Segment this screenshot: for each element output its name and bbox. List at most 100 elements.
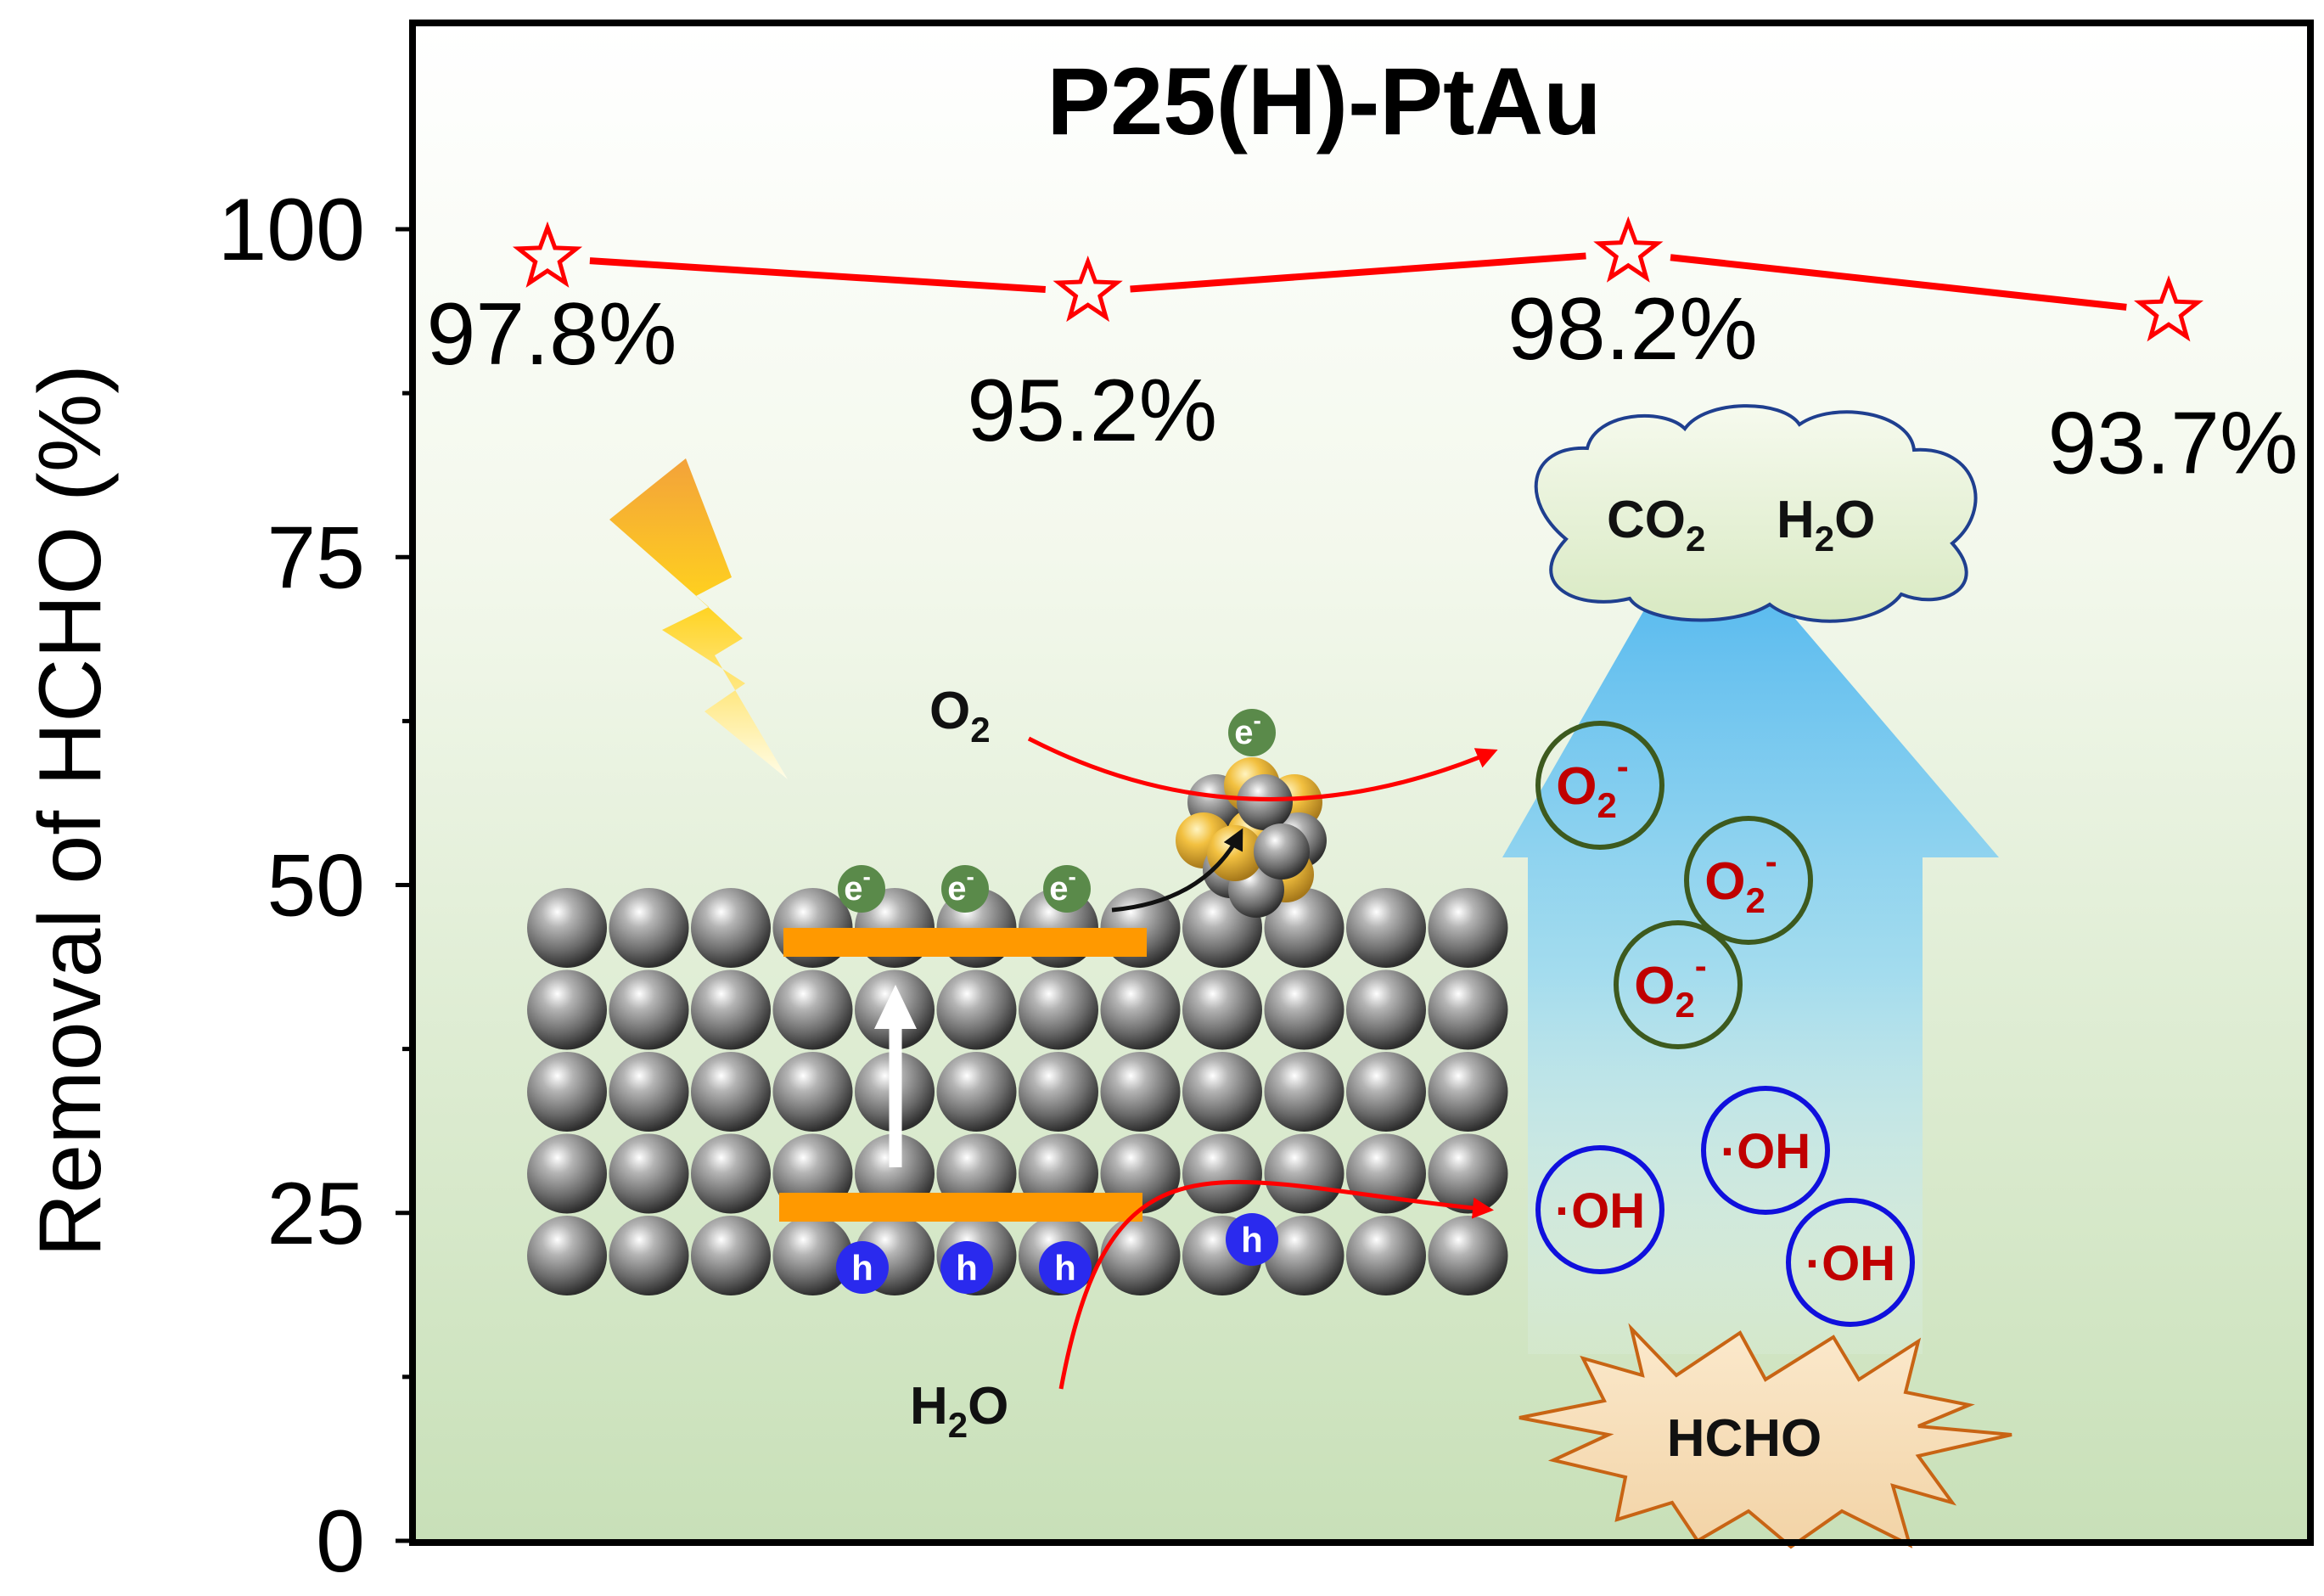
h2o-product-label: H2O xyxy=(1777,491,1875,559)
products-cloud: CO2 H2O xyxy=(1534,404,1978,623)
y-tick-label: 75 xyxy=(267,509,365,607)
data-series: 97.8% 95.2% 98.2% 93.7% xyxy=(427,216,2299,492)
chart-title: P25(H)-PtAu xyxy=(1047,48,1601,155)
lattice-atom xyxy=(1100,1052,1181,1132)
electron: e- xyxy=(1043,863,1091,913)
electron-label: e- xyxy=(1049,863,1076,908)
lightning-icon xyxy=(609,458,788,779)
superoxide-radical: O2- xyxy=(1535,721,1664,850)
lattice-atom xyxy=(609,1133,689,1214)
data-label: 98.2% xyxy=(1507,280,1758,379)
y-tick-label: 25 xyxy=(267,1165,365,1263)
lattice-atom xyxy=(691,1133,771,1214)
lattice-atom xyxy=(1182,969,1262,1050)
lattice-atom xyxy=(936,969,1017,1050)
hydroxyl-label: ·OH xyxy=(1721,1124,1810,1179)
hydroxyl-radical: ·OH xyxy=(1701,1086,1830,1215)
lattice-atom xyxy=(1428,969,1508,1050)
lattice-atom xyxy=(527,1052,607,1132)
lattice-atom xyxy=(609,1052,689,1132)
lattice-atom xyxy=(772,969,853,1050)
data-label: 97.8% xyxy=(427,285,677,384)
hole-label: h xyxy=(1241,1220,1263,1260)
hole-label: h xyxy=(1054,1248,1076,1288)
data-point-star xyxy=(1053,256,1123,323)
superoxide-label: O2- xyxy=(1634,946,1707,1025)
lattice-atom xyxy=(1264,1133,1344,1214)
hole: h xyxy=(940,1241,993,1294)
h2o-label: H2O xyxy=(910,1377,1008,1445)
lattice-atom xyxy=(1428,888,1508,968)
data-point-star xyxy=(512,221,583,288)
ptau-cluster xyxy=(1176,757,1327,918)
lattice-atom xyxy=(527,969,607,1050)
lattice-atom xyxy=(609,1216,689,1295)
conduction-band xyxy=(783,928,1147,957)
superoxide-radical: O2- xyxy=(1614,920,1743,1049)
lattice-atom xyxy=(1264,888,1344,968)
data-label: 93.7% xyxy=(2048,394,2299,492)
lattice-atom xyxy=(527,888,607,968)
upward-arrow xyxy=(1502,509,1999,1354)
lattice-atom xyxy=(1264,969,1344,1050)
lattice-atom xyxy=(1182,1052,1262,1132)
data-point-star xyxy=(2133,275,2204,342)
hole: h xyxy=(1039,1241,1092,1294)
h2o-oxidation-arrow xyxy=(1058,1180,1494,1390)
superoxide-label: O2- xyxy=(1704,841,1777,920)
lattice-atom xyxy=(1346,888,1426,968)
lattice-atom xyxy=(772,1216,853,1295)
hcho-label: HCHO xyxy=(1667,1409,1822,1468)
co2-label: CO2 xyxy=(1607,491,1705,559)
au-atom xyxy=(1207,825,1263,881)
hcho-burst: HCHO xyxy=(1518,1323,2012,1549)
hydroxyl-radical: ·OH xyxy=(1535,1145,1664,1274)
lattice-atom xyxy=(691,969,771,1050)
mechanism-illustration: e- e- e- e- h h h h xyxy=(527,404,2012,1549)
hydroxyl-label: ·OH xyxy=(1805,1236,1895,1291)
lattice-atom xyxy=(1019,969,1098,1050)
hole: h xyxy=(1226,1213,1278,1266)
electron-label: e- xyxy=(947,863,974,908)
lattice-atom xyxy=(1346,969,1426,1050)
plot-frame xyxy=(409,20,2314,1546)
y-tick-label: 0 xyxy=(316,1492,365,1591)
lattice-atom xyxy=(691,888,771,968)
electron-transfer-arrow xyxy=(1111,828,1243,913)
lattice-atom xyxy=(1428,1052,1508,1132)
lattice-atom xyxy=(691,1052,771,1132)
lattice-atom xyxy=(609,888,689,968)
o2-reduction-arrow xyxy=(1027,736,1498,801)
lattice-atom xyxy=(691,1216,771,1295)
series-line-segment xyxy=(1130,252,1586,293)
electron-label: e- xyxy=(844,863,871,908)
superoxide-label: O2- xyxy=(1556,746,1629,825)
o2-label: O2 xyxy=(929,682,991,750)
electron: e- xyxy=(941,863,989,913)
lattice-atom xyxy=(1346,1216,1426,1295)
pt-atom xyxy=(1254,823,1310,879)
lattice-atom xyxy=(1428,1133,1508,1214)
lattice-atom xyxy=(1428,1216,1508,1295)
lattice-atom xyxy=(936,1052,1017,1132)
series-line-segment xyxy=(1670,254,2127,311)
data-label: 95.2% xyxy=(967,362,1217,460)
lattice-atom xyxy=(1182,1133,1262,1214)
electron: e- xyxy=(838,863,885,913)
electron: e- xyxy=(1228,707,1276,756)
hydroxyl-label: ·OH xyxy=(1555,1183,1645,1239)
lattice-atom xyxy=(527,1133,607,1214)
lattice-atom xyxy=(1019,1052,1098,1132)
hole-label: h xyxy=(956,1248,978,1288)
pt-atom xyxy=(1237,774,1293,830)
lattice-atom xyxy=(609,969,689,1050)
hole: h xyxy=(836,1241,889,1294)
lattice-atom xyxy=(1346,1052,1426,1132)
data-point-star xyxy=(1593,216,1664,283)
lattice-atom xyxy=(1264,1052,1344,1132)
lattice-atom xyxy=(527,1216,607,1295)
electron-label: e- xyxy=(1234,707,1261,751)
